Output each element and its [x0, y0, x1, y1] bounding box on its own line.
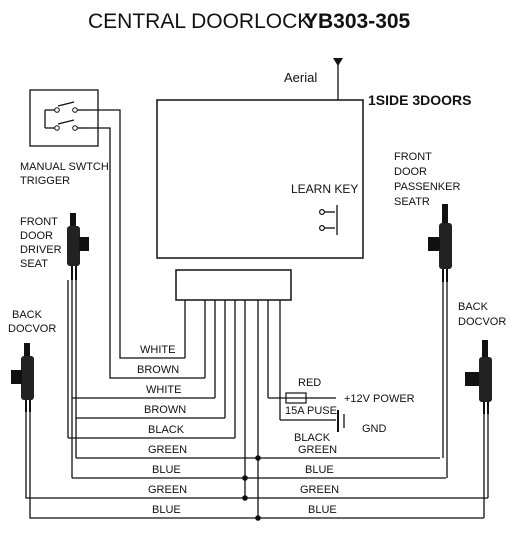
red-wire-label: RED	[298, 377, 321, 389]
wire-harness	[25, 109, 489, 521]
ground-icon	[332, 410, 345, 432]
front-driver-actuator-icon	[67, 213, 89, 280]
wire-label-brown-2: BROWN	[144, 404, 186, 416]
front-driver-label-1: FRONT	[20, 216, 58, 228]
wire-label-black: BLACK	[148, 424, 185, 436]
wire-label-white-2: WHITE	[146, 384, 181, 396]
harness-connector	[175, 269, 292, 301]
aerial-label: Aerial	[284, 70, 317, 85]
front-passenger-label-4: SEATR	[394, 196, 430, 208]
wire-label-blue-1: BLUE	[152, 464, 181, 476]
power-label: +12V POWER	[344, 393, 415, 405]
manual-switch-label-2: TRIGGER	[20, 175, 70, 187]
wire-label-green-1: GREEN	[148, 444, 187, 456]
wire-label-green-2: GREEN	[148, 484, 187, 496]
back-right-label-2: DOCVOR	[458, 316, 506, 328]
config-label: 1SIDE 3DOORS	[368, 92, 471, 108]
wire-label-blue-3: BLUE	[305, 464, 334, 476]
switch-icon	[44, 101, 92, 131]
learn-key-label: LEARN KEY	[291, 182, 358, 196]
black-wire-label: BLACK	[294, 432, 331, 444]
diagram-title: CENTRAL DOORLOCK	[88, 10, 311, 33]
fuse-icon	[285, 392, 307, 404]
wire-label-blue-4: BLUE	[308, 504, 337, 516]
back-right-actuator-icon	[465, 340, 492, 414]
wire-label-green-4: GREEN	[300, 484, 339, 496]
learn-key-switch-icon	[319, 205, 338, 235]
wire-label-blue-2: BLUE	[152, 504, 181, 516]
manual-switch	[29, 89, 99, 147]
back-right-label-1: BACK	[458, 301, 489, 313]
front-driver-label-4: SEAT	[20, 258, 48, 270]
model-number: YB303-305	[304, 10, 411, 33]
front-passenger-label-2: DOOR	[394, 166, 427, 178]
front-passenger-label-3: PASSENKER	[394, 181, 460, 193]
control-unit	[156, 99, 364, 259]
front-driver-label-2: DOOR	[20, 230, 53, 242]
back-left-label-1: BACK	[12, 309, 43, 321]
wire-label-white-1: WHITE	[140, 344, 175, 356]
antenna-icon	[333, 58, 343, 100]
gnd-label: GND	[362, 423, 387, 435]
back-left-label-2: DOCVOR	[8, 323, 56, 335]
front-passenger-label-1: FRONT	[394, 151, 432, 163]
wire-label-brown-1: BROWN	[137, 364, 179, 376]
wire-label-green-3: GREEN	[298, 444, 337, 456]
fuse-label: 15A PUSE	[285, 405, 337, 417]
manual-switch-label-1: MANUAL SWTCH	[20, 161, 109, 173]
front-passenger-actuator-icon	[428, 204, 452, 282]
front-driver-label-3: DRIVER	[20, 244, 62, 256]
back-left-actuator-icon	[11, 343, 34, 412]
